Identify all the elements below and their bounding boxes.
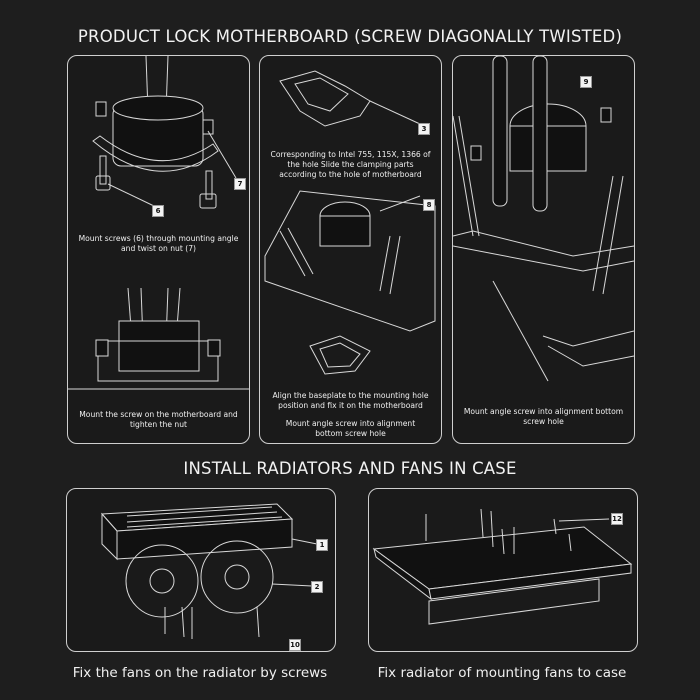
caption-fix-fans: Fix the fans on the radiator by screws bbox=[72, 665, 328, 681]
step-panel-fans-radiator: 1 2 10 bbox=[66, 488, 336, 652]
callout-10: 10 bbox=[289, 639, 301, 651]
caption-tighten-nut: Mount the screw on the motherboard and t… bbox=[79, 410, 238, 429]
step-panel-baseplate: 3 8 Corresponding to Intel 755, 115X, 13… bbox=[259, 55, 442, 444]
callout-1: 1 bbox=[316, 539, 328, 551]
callout-6: 6 bbox=[152, 205, 164, 217]
backplate-motherboard-illustration bbox=[264, 70, 436, 375]
callout-3: 3 bbox=[418, 123, 430, 135]
caption-align-baseplate: Align the baseplate to the mounting hole… bbox=[272, 391, 429, 410]
step-panel-mount-screws: 7 6 Mount screws (6) through mounting an… bbox=[67, 55, 250, 444]
case-radiator-illustration bbox=[372, 508, 633, 625]
caption-intel-sockets: Corresponding to Intel 755, 115X, 1366 o… bbox=[270, 150, 431, 179]
step-panel-angle-screw: 9 Mount angle screw into alignment botto… bbox=[452, 55, 635, 444]
step-panel-radiator-case: 12 bbox=[368, 488, 638, 652]
caption-fix-radiator: Fix radiator of mounting fans to case bbox=[377, 665, 627, 681]
caption-mount-screws: Mount screws (6) through mounting angle … bbox=[78, 234, 239, 253]
pump-bracket-illustration bbox=[68, 56, 249, 390]
callout-7: 7 bbox=[234, 178, 246, 190]
caption-mount-angle-screw: Mount angle screw into alignment bottom … bbox=[285, 419, 416, 438]
callout-9: 9 bbox=[580, 76, 592, 88]
caption-alignment-screw-hole: Mount angle screw into alignment bottom … bbox=[463, 407, 624, 426]
installed-pump-illustration bbox=[453, 56, 634, 382]
radiator-fans-illustration bbox=[100, 503, 318, 639]
section-title-lock-motherboard: PRODUCT LOCK MOTHERBOARD (SCREW DIAGONAL… bbox=[77, 27, 623, 46]
callout-12: 12 bbox=[611, 513, 623, 525]
callout-8: 8 bbox=[423, 199, 435, 211]
callout-2: 2 bbox=[311, 581, 323, 593]
section-title-install-radiators: INSTALL RADIATORS AND FANS IN CASE bbox=[183, 459, 517, 478]
